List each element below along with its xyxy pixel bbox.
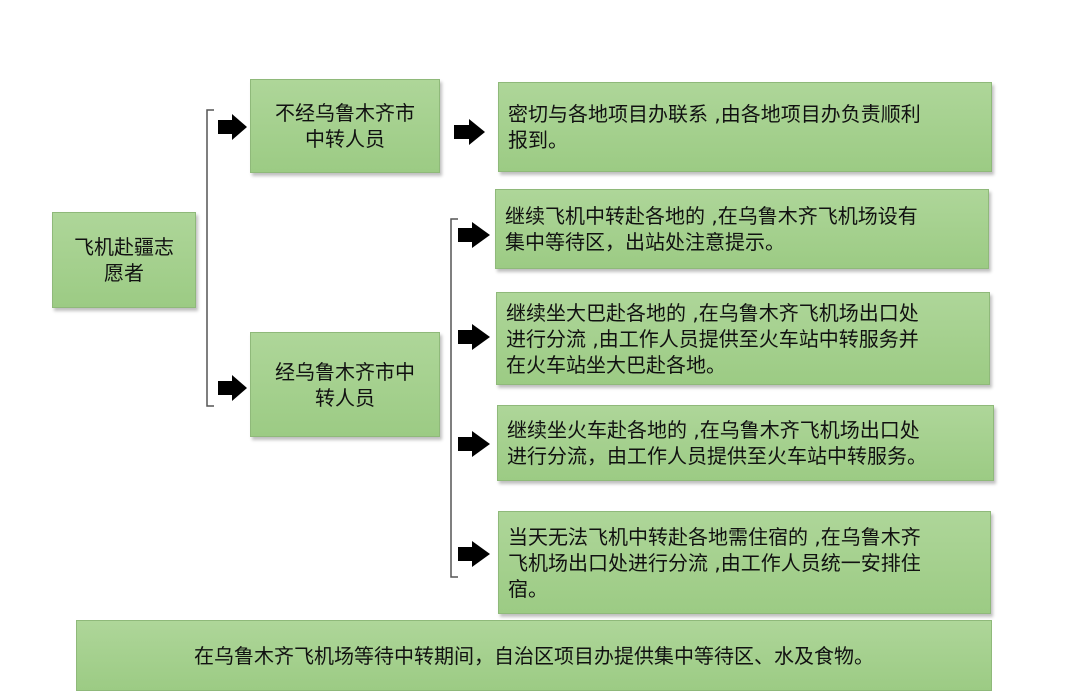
right-arrow-icon [458, 324, 490, 350]
not-transit-result-text: 密切与各地项目办联系 ,由各地项目办负责顺利 报到。 [508, 102, 921, 152]
transit-option-text: 当天无法飞机中转赴各地需住宿的 ,在乌鲁木齐 飞机场出口处进行分流 ,由工作人员… [508, 524, 921, 601]
transit-option-3: 继续坐火车赴各地的 ,在乌鲁木齐飞机场出口处 进行分流，由工作人员提供至火车站中… [497, 405, 994, 481]
transit-option-text: 继续坐火车赴各地的 ,在乌鲁木齐飞机场出口处 进行分流，由工作人员提供至火车站中… [507, 418, 927, 468]
right-arrow-icon [218, 114, 247, 140]
transit-bracket [450, 218, 458, 578]
not-transit-label: 不经乌鲁木齐市 中转人员 [275, 101, 415, 151]
right-arrow-icon [458, 431, 490, 457]
transit-label: 经乌鲁木齐市中 转人员 [275, 359, 415, 410]
right-arrow-icon [458, 541, 490, 567]
not-transit-result: 密切与各地项目办联系 ,由各地项目办负责顺利 报到。 [498, 82, 992, 172]
transit-option-2: 继续坐大巴赴各地的 ,在乌鲁木齐飞机场出口处 进行分流 ,由工作人员提供至火车站… [496, 292, 990, 385]
transit-node: 经乌鲁木齐市中 转人员 [250, 332, 440, 437]
right-arrow-icon [218, 375, 247, 401]
transit-option-4: 当天无法飞机中转赴各地需住宿的 ,在乌鲁木齐 飞机场出口处进行分流 ,由工作人员… [498, 511, 991, 614]
transit-option-text: 继续坐大巴赴各地的 ,在乌鲁木齐飞机场出口处 进行分流 ,由工作人员提供至火车站… [506, 300, 919, 377]
not-transit-node: 不经乌鲁木齐市 中转人员 [250, 79, 440, 173]
root-bracket [206, 109, 214, 407]
footer-note: 在乌鲁木齐飞机场等待中转期间，自治区项目办提供集中等待区、水及食物。 [76, 620, 992, 691]
transit-option-1: 继续飞机中转赴各地的 ,在乌鲁木齐飞机场设有 集中等待区，出站处注意提示。 [495, 189, 989, 269]
right-arrow-icon [454, 119, 485, 145]
root-node: 飞机赴疆志 愿者 [52, 212, 196, 308]
footer-note-text: 在乌鲁木齐飞机场等待中转期间，自治区项目办提供集中等待区、水及食物。 [194, 643, 874, 668]
root-label: 飞机赴疆志 愿者 [74, 235, 174, 285]
right-arrow-icon [458, 222, 490, 248]
transit-option-text: 继续飞机中转赴各地的 ,在乌鲁木齐飞机场设有 集中等待区，出站处注意提示。 [505, 204, 918, 254]
